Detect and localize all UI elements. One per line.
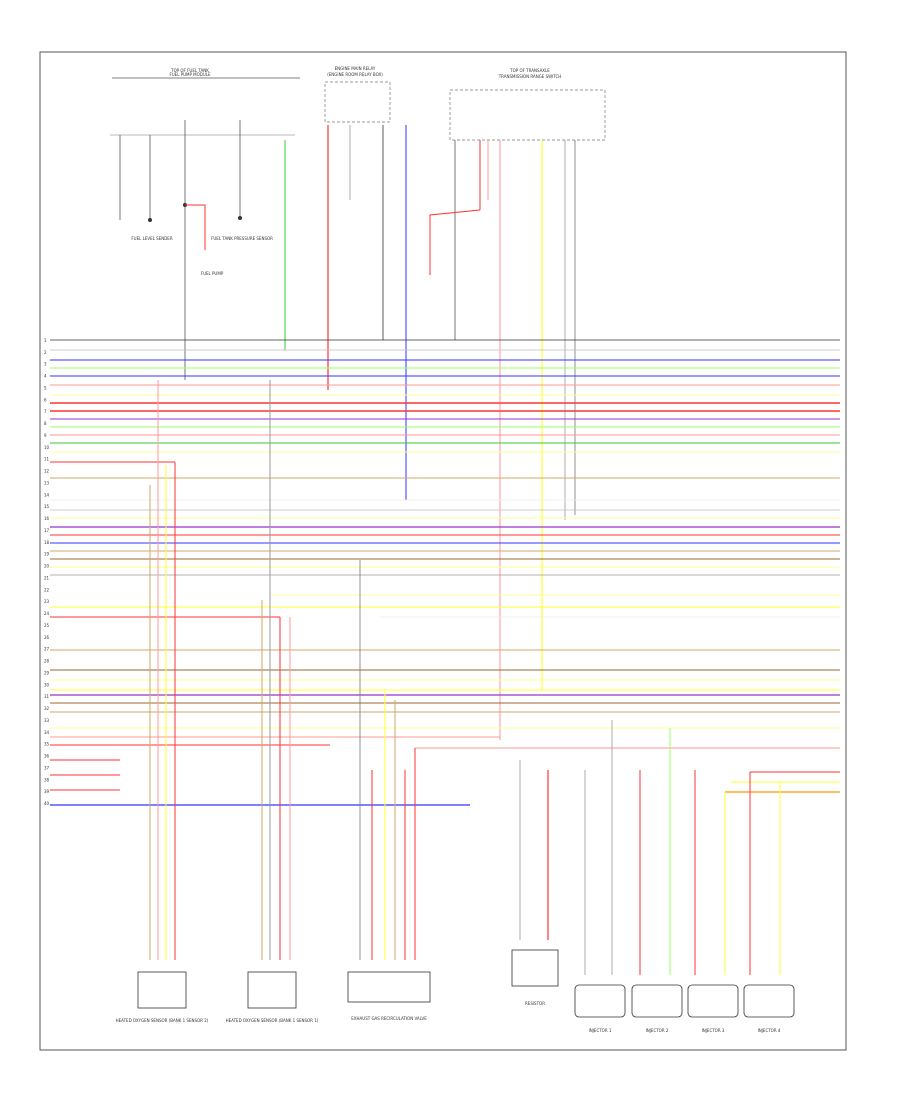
injector-4 xyxy=(743,984,795,1018)
oxygen-sensor-b1s1 xyxy=(247,971,297,1009)
pin-label: 6 xyxy=(44,397,47,402)
oxygen-sensor-b1s2-label: HEATED OXYGEN SENSOR (BANK 1 SENSOR 2) xyxy=(116,1018,209,1023)
pin-label: 26 xyxy=(44,635,50,640)
injector-1-label: INJECTOR 1 xyxy=(589,1028,612,1033)
pin-label: 12 xyxy=(44,469,50,474)
pin-label: 9 xyxy=(44,433,47,438)
pin-label: 31 xyxy=(44,694,50,699)
pin-label: 23 xyxy=(44,599,50,604)
injector-1 xyxy=(574,984,626,1018)
pin-label: 5 xyxy=(44,385,47,390)
pin-label: 15 xyxy=(44,504,50,509)
pin-label: 34 xyxy=(44,730,50,735)
egr-valve xyxy=(347,971,431,1003)
oxygen-sensor-b1s2 xyxy=(137,971,187,1009)
pin-label: 1 xyxy=(44,338,47,343)
fuel-tank-label: TOP OF FUEL TANK xyxy=(170,68,209,73)
pin-label: 19 xyxy=(44,552,50,557)
injector-3 xyxy=(687,984,739,1018)
pin-label: 14 xyxy=(44,492,50,497)
pin-label: 29 xyxy=(44,670,50,675)
pin-label: 24 xyxy=(44,611,50,616)
pin-label: 37 xyxy=(44,765,50,770)
transmission-range-switch: TOP OF TRANSAXLE TRANSMISSION RANGE SWIT… xyxy=(429,68,606,740)
pin-label: 8 xyxy=(44,421,47,426)
pin-label: 10 xyxy=(44,445,50,450)
pin-label: 13 xyxy=(44,480,50,485)
pin-label: 28 xyxy=(44,659,50,664)
engine-relay-label: ENGINE MAIN RELAY xyxy=(335,66,376,71)
pin-label: 36 xyxy=(44,754,50,759)
pin-label: 3 xyxy=(44,362,47,367)
pin-label: 35 xyxy=(44,742,50,747)
injector-2 xyxy=(631,984,683,1018)
pin-label: 2 xyxy=(44,350,47,355)
fuel-pump-label: FUEL PUMP xyxy=(201,271,224,276)
engine-relay-sublabel: (ENGINE ROOM RELAY BOX) xyxy=(327,72,383,77)
vertical-drops xyxy=(149,380,781,975)
oxygen-sensor-b1s1-label: HEATED OXYGEN SENSOR (BANK 1 SENSOR 1) xyxy=(226,1018,319,1023)
fuel-tank-sublabel: FUEL PUMP MODULE xyxy=(169,72,211,77)
fuel-level-sender-label: FUEL LEVEL SENDER xyxy=(131,236,172,241)
pin-label: 7 xyxy=(44,409,47,414)
fuel-pressure-sensor-label: FUEL TANK PRESSURE SENSOR xyxy=(211,236,273,241)
pin-label: 27 xyxy=(44,647,50,652)
pin-label: 4 xyxy=(44,374,47,379)
egr-valve-label: EXHAUST GAS RECIRCULATION VALVE xyxy=(351,1016,427,1021)
trans-range-sublabel: TRANSMISSION RANGE SWITCH xyxy=(498,74,562,79)
pin-label: 16 xyxy=(44,516,50,521)
resistor-label: RESISTOR xyxy=(525,1001,545,1006)
injector-2-label: INJECTOR 2 xyxy=(646,1028,669,1033)
engine-main-relay: ENGINE MAIN RELAY (ENGINE ROOM RELAY BOX… xyxy=(324,66,407,500)
pin-label: 38 xyxy=(44,777,50,782)
pin-label: 25 xyxy=(44,623,50,628)
left-pin-labels: 1234567891011121314151617181920212223242… xyxy=(44,338,50,806)
trans-range-label: TOP OF TRANSAXLE xyxy=(509,68,550,73)
pin-label: 32 xyxy=(44,706,50,711)
pin-label: 11 xyxy=(44,457,50,462)
pin-label: 40 xyxy=(44,801,50,806)
pin-label: 30 xyxy=(44,682,50,687)
bottom-components: HEATED OXYGEN SENSOR (BANK 1 SENSOR 2) H… xyxy=(116,949,795,1033)
pin-label: 21 xyxy=(44,575,50,580)
injector-3-label: INJECTOR 3 xyxy=(702,1028,725,1033)
pin-label: 17 xyxy=(44,528,50,533)
fuel-tank-group: TOP OF FUEL TANK FUEL PUMP MODULE FUEL L… xyxy=(110,68,300,380)
harness-bus xyxy=(50,339,840,806)
pin-label: 22 xyxy=(44,587,50,592)
pin-label: 18 xyxy=(44,540,50,545)
pin-label: 33 xyxy=(44,718,50,723)
resistor xyxy=(511,949,559,987)
pin-label: 20 xyxy=(44,564,50,569)
injector-4-label: INJECTOR 4 xyxy=(758,1028,781,1033)
pin-label: 39 xyxy=(44,789,50,794)
diagram-frame xyxy=(39,51,847,1051)
